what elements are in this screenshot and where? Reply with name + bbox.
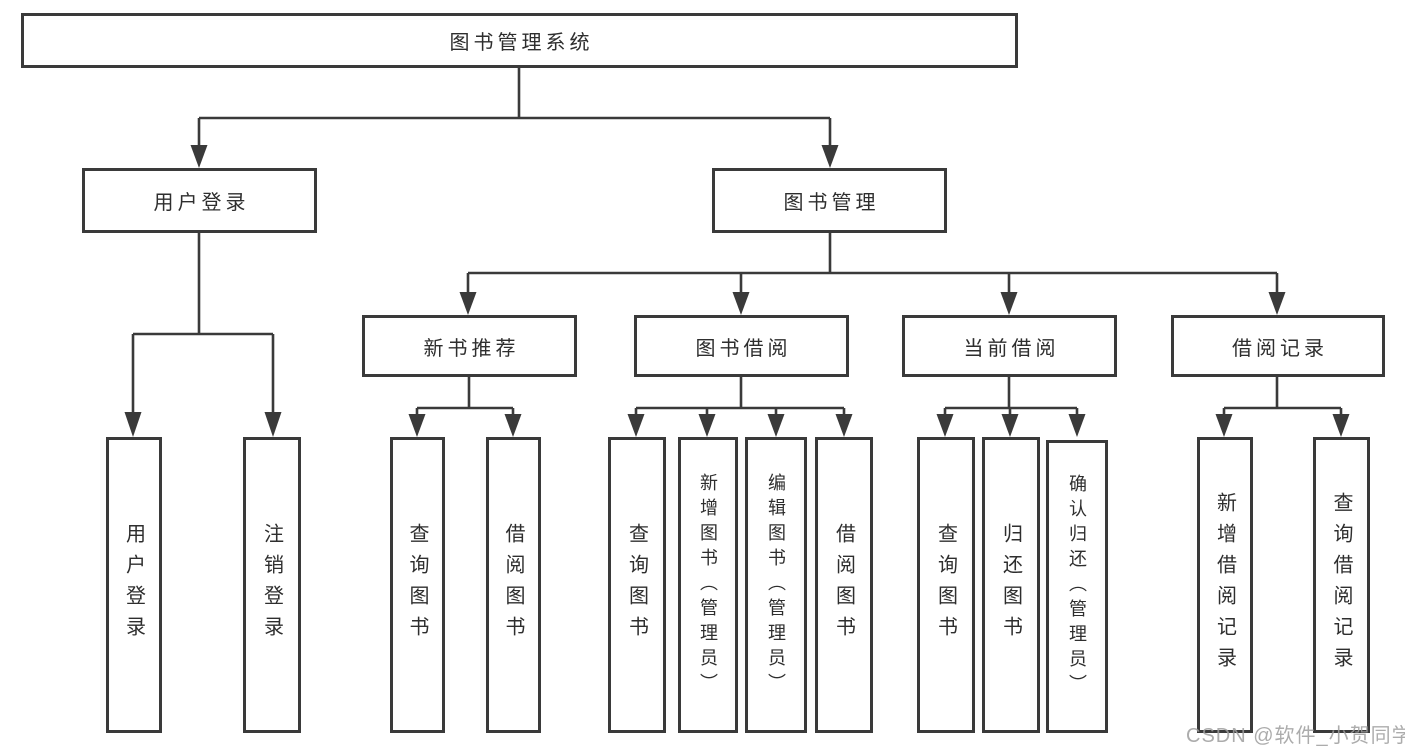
node-leaf-query-borrow-record: 查询借阅记录 (1313, 437, 1370, 733)
node-leaf-edit-books-admin-label: 编辑图书（管理员） (766, 472, 786, 698)
node-leaf-borrow-books-borrowing-label: 借阅图书 (832, 523, 855, 647)
node-borrowing-records-label: 借阅记录 (1232, 337, 1328, 360)
node-leaf-return-books-label: 归还图书 (999, 523, 1022, 647)
node-root-library-management-system: 图书管理系统 (21, 13, 1018, 68)
node-leaf-confirm-return-admin: 确认归还（管理员） (1046, 440, 1108, 733)
node-leaf-query-books-current: 查询图书 (917, 437, 975, 733)
node-current-borrowing: 当前借阅 (902, 315, 1117, 377)
node-leaf-confirm-return-admin-label: 确认归还（管理员） (1067, 474, 1087, 699)
node-current-borrowing-label: 当前借阅 (963, 337, 1060, 360)
node-user-login-branch: 用户登录 (82, 168, 317, 233)
node-new-book-recommend: 新书推荐 (362, 315, 577, 377)
node-leaf-borrow-books-recommend: 借阅图书 (486, 437, 541, 733)
arrowheads (124, 145, 1350, 437)
node-book-management-branch-label: 图书管理 (783, 192, 880, 214)
node-leaf-add-books-admin-label: 新增图书（管理员） (698, 472, 718, 698)
node-leaf-query-books-borrowing-label: 查询图书 (625, 523, 648, 647)
node-leaf-borrow-books-recommend-label: 借阅图书 (502, 523, 524, 647)
node-root-label: 图书管理系统 (449, 32, 594, 54)
node-book-borrowing: 图书借阅 (634, 315, 849, 377)
node-leaf-edit-books-admin: 编辑图书（管理员） (745, 437, 807, 733)
node-leaf-add-borrow-record: 新增借阅记录 (1197, 437, 1253, 733)
node-leaf-query-books-borrowing: 查询图书 (608, 437, 666, 733)
node-leaf-add-books-admin: 新增图书（管理员） (678, 437, 738, 733)
csdn-watermark: CSDN @软件_小贺同学 (1186, 725, 1405, 747)
node-new-book-recommend-label: 新书推荐 (423, 337, 520, 360)
node-leaf-borrow-books-borrowing: 借阅图书 (815, 437, 873, 733)
node-leaf-query-books-recommend-label: 查询图书 (406, 523, 428, 647)
node-user-login-branch-label: 用户登录 (153, 192, 250, 214)
node-leaf-logout: 注销登录 (243, 437, 301, 733)
node-book-borrowing-label: 图书借阅 (695, 337, 792, 360)
node-leaf-query-borrow-record-label: 查询借阅记录 (1330, 492, 1352, 678)
node-leaf-return-books: 归还图书 (982, 437, 1040, 733)
node-leaf-user-login-label: 用户登录 (122, 523, 145, 647)
node-leaf-logout-label: 注销登录 (260, 523, 283, 647)
node-leaf-query-books-recommend: 查询图书 (390, 437, 445, 733)
node-borrowing-records: 借阅记录 (1171, 315, 1385, 377)
node-book-management-branch: 图书管理 (712, 168, 947, 233)
node-leaf-query-books-current-label: 查询图书 (934, 523, 957, 647)
node-leaf-user-login: 用户登录 (106, 437, 162, 733)
node-leaf-add-borrow-record-label: 新增借阅记录 (1213, 492, 1236, 678)
